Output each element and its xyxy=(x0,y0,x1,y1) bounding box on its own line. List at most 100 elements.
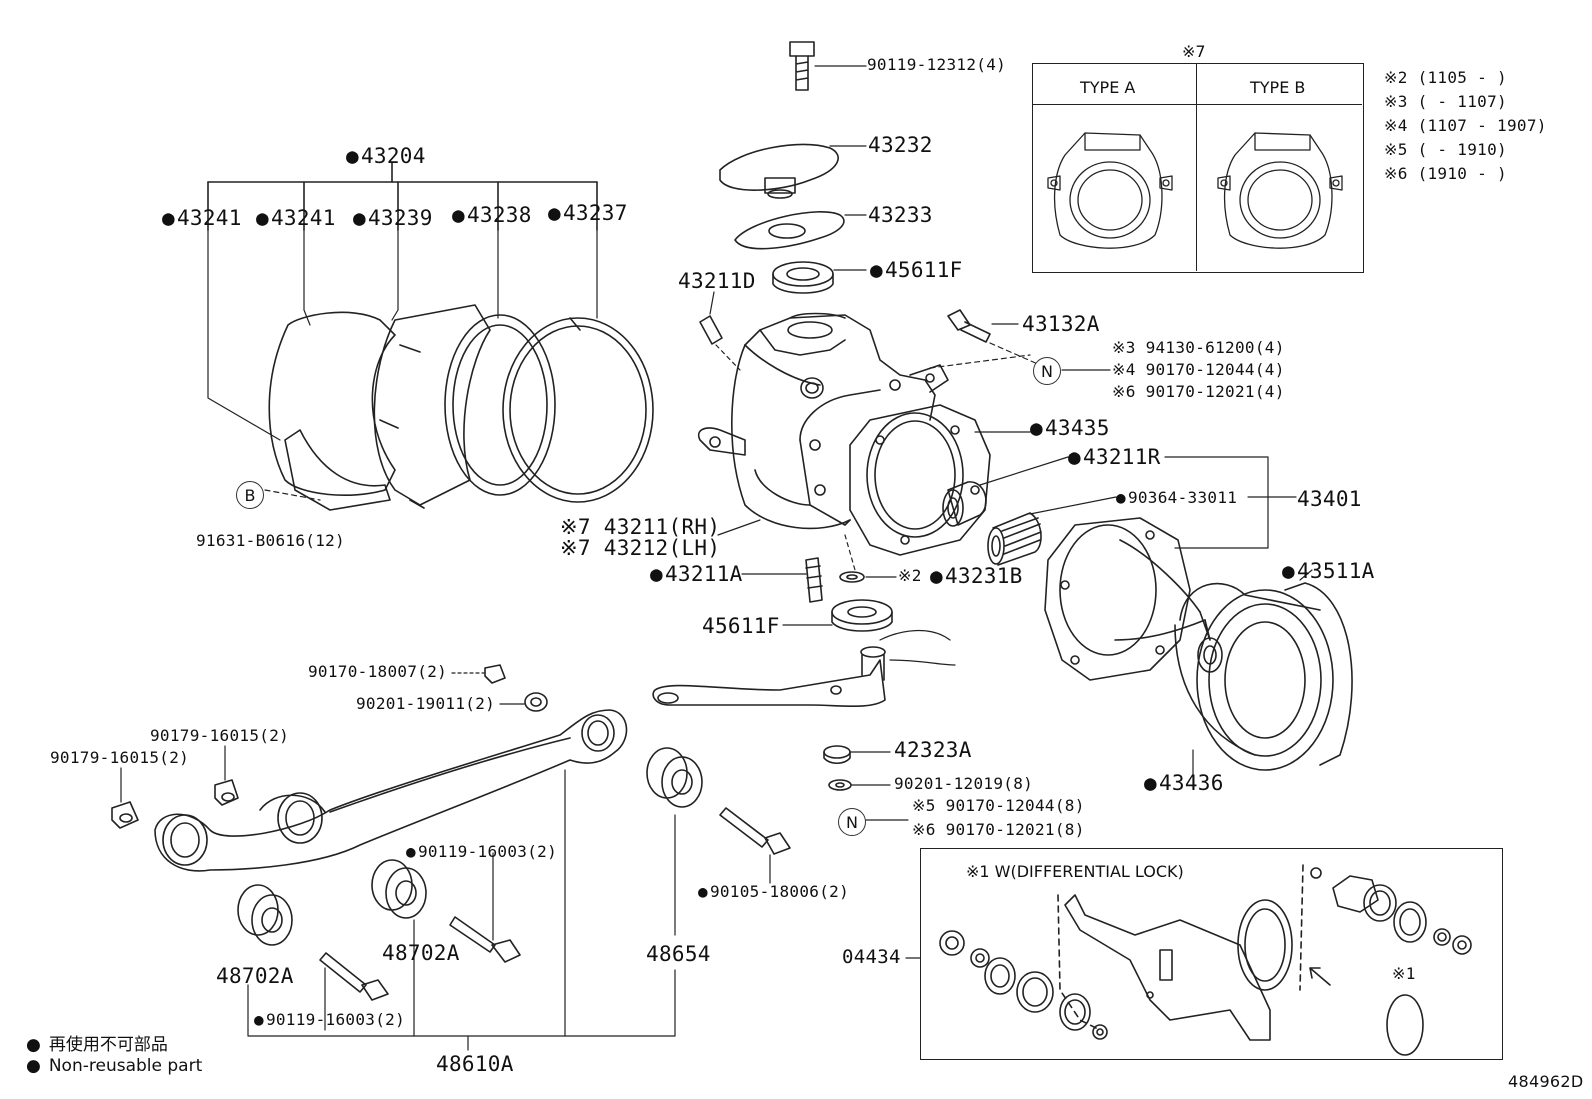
washer-90201-19011 xyxy=(499,692,548,712)
label-43241-b[interactable]: 43241 xyxy=(256,208,336,229)
nut-90179-16015-a xyxy=(214,745,239,806)
label-n-lower-1[interactable]: ※5 90170-12044(8) xyxy=(912,796,1085,815)
label-90201-19011[interactable]: 90201-19011(2) xyxy=(356,694,496,713)
diagram-code: 484962D xyxy=(1508,1072,1584,1091)
label-43239[interactable]: 43239 xyxy=(353,208,433,229)
date-note-2: ※2 (1105 - ) xyxy=(1384,68,1507,87)
label-90170-18007[interactable]: 90170-18007(2) xyxy=(308,662,448,681)
steering-knuckle-43211 xyxy=(698,312,949,536)
seal-43231B xyxy=(839,571,897,583)
bushing-48654 xyxy=(646,747,703,936)
knuckle-flange-43435 xyxy=(849,404,1031,556)
bolt-90119-16003-a xyxy=(449,852,521,963)
date-note-4: ※4 (1107 - 1907) xyxy=(1384,116,1547,135)
date-note-3: ※3 ( - 1107) xyxy=(1384,92,1507,111)
type-a-label: TYPE A xyxy=(1080,78,1136,97)
washer-90201-12019 xyxy=(828,779,891,791)
label-90201-12019[interactable]: 90201-12019(8) xyxy=(894,774,1034,793)
label-43204[interactable]: 43204 xyxy=(346,146,426,167)
label-43241-a[interactable]: 43241 xyxy=(162,208,242,229)
label-90364-33011[interactable]: 90364-33011 xyxy=(1116,490,1237,506)
label-43238[interactable]: 43238 xyxy=(452,205,532,226)
ref-circle-n-lower: N xyxy=(838,808,866,836)
bolt-90105-18006 xyxy=(719,807,791,884)
diff-lock-inset-title: ※1 W(DIFFERENTIAL LOCK) xyxy=(966,862,1184,881)
date-note-5: ※5 ( - 1910) xyxy=(1384,140,1507,159)
label-48702A-left[interactable]: 48702A xyxy=(216,964,294,988)
label-43231B-marker[interactable]: ※2 xyxy=(898,566,922,585)
label-43232[interactable]: 43232 xyxy=(868,133,933,157)
label-n-upper-2[interactable]: ※4 90170-12044(4) xyxy=(1112,360,1285,379)
label-45611F-upper[interactable]: 45611F xyxy=(870,260,963,281)
type-a-housing xyxy=(1047,132,1173,249)
gasket-43233 xyxy=(734,211,867,250)
type-inset-marker: ※7 xyxy=(1182,42,1206,61)
legend-bullet-icon xyxy=(26,1035,49,1055)
label-43401[interactable]: 43401 xyxy=(1297,487,1362,511)
label-90179-16015-a[interactable]: 90179-16015(2) xyxy=(150,726,290,745)
stud-43211D xyxy=(699,291,741,371)
label-43511A[interactable]: 43511A xyxy=(1282,561,1375,582)
bolt-43132A xyxy=(929,309,1111,371)
bushing-48702A-right xyxy=(371,859,427,1031)
type-inset-box xyxy=(1032,63,1364,273)
label-43435[interactable]: 43435 xyxy=(1030,418,1110,439)
label-90119-16003-a[interactable]: 90119-16003(2) xyxy=(406,844,557,860)
label-43231B[interactable]: 43231B xyxy=(930,566,1023,587)
label-43211-rh[interactable]: ※7 43211(RH) xyxy=(560,515,721,539)
ref-circle-b: B xyxy=(236,481,264,509)
label-42323A[interactable]: 42323A xyxy=(894,738,972,762)
label-48702A-right[interactable]: 48702A xyxy=(382,941,460,965)
bushing-43211R xyxy=(942,456,1069,527)
hub-43511A xyxy=(1174,569,1353,779)
steering-knuckle-shims xyxy=(268,304,654,511)
type-inset-divider-h xyxy=(1032,104,1362,105)
label-n-upper-1[interactable]: ※3 94130-61200(4) xyxy=(1112,338,1285,357)
part-04434: 04434 xyxy=(842,946,901,968)
nut-90170-18007 xyxy=(451,664,506,684)
label-n-lower-2[interactable]: ※6 90170-12021(8) xyxy=(912,820,1085,839)
bracket-43401 xyxy=(1164,456,1297,549)
knuckle-cap-43232 xyxy=(719,143,867,199)
label-n-upper-3[interactable]: ※6 90170-12021(4) xyxy=(1112,382,1285,401)
label-48610A[interactable]: 48610A xyxy=(436,1052,514,1076)
type-b-housing xyxy=(1217,132,1343,249)
diff-lock-inset-lines xyxy=(905,864,1472,1056)
bolt-90119-12312 xyxy=(789,41,867,91)
label-43211A[interactable]: 43211A xyxy=(650,564,743,585)
label-43132A[interactable]: 43132A xyxy=(1022,312,1100,336)
label-43212-lh[interactable]: ※7 43212(LH) xyxy=(560,536,721,560)
stud-43211A xyxy=(741,534,856,603)
bracket-48610A xyxy=(247,769,676,1051)
ref-circle-n-upper: N xyxy=(1033,357,1061,385)
diff-lock-note-marker: ※1 xyxy=(1392,964,1416,983)
legend-en: Non-reusable part xyxy=(26,1056,202,1076)
label-91631-B0616[interactable]: 91631-B0616(12) xyxy=(196,531,345,550)
label-45611F-lower[interactable]: 45611F xyxy=(702,614,780,638)
date-note-6: ※6 (1910 - ) xyxy=(1384,164,1507,183)
bushing-48702A-left xyxy=(237,884,293,1031)
label-43233[interactable]: 43233 xyxy=(868,203,933,227)
legend-jp: 再使用不可部品 xyxy=(26,1030,168,1055)
steering-arm xyxy=(652,629,956,708)
type-inset-divider-v xyxy=(1196,63,1197,271)
label-43211R[interactable]: 43211R xyxy=(1068,447,1161,468)
shim-leaders xyxy=(207,229,598,441)
label-48654[interactable]: 48654 xyxy=(646,942,711,966)
spindle-43401 xyxy=(1044,517,1211,681)
nut-90179-16015-b xyxy=(111,767,139,829)
label-43211D[interactable]: 43211D xyxy=(678,269,756,293)
label-43237[interactable]: 43237 xyxy=(548,203,628,224)
type-b-label: TYPE B xyxy=(1250,78,1306,97)
label-90105-18006[interactable]: 90105-18006(2) xyxy=(698,884,849,900)
bearing-45611F-upper xyxy=(772,261,867,294)
label-90119-12312[interactable]: 90119-12312(4) xyxy=(867,55,1007,74)
legend-bullet-icon xyxy=(26,1056,49,1076)
label-43436[interactable]: 43436 xyxy=(1144,773,1224,794)
radius-arm-48610A xyxy=(154,709,628,872)
diff-lock-inset-box xyxy=(920,848,1503,1060)
label-90179-16015-b[interactable]: 90179-16015(2) xyxy=(50,748,190,767)
bearing-45611F-lower xyxy=(782,599,893,632)
label-90119-16003-b[interactable]: 90119-16003(2) xyxy=(254,1012,405,1028)
